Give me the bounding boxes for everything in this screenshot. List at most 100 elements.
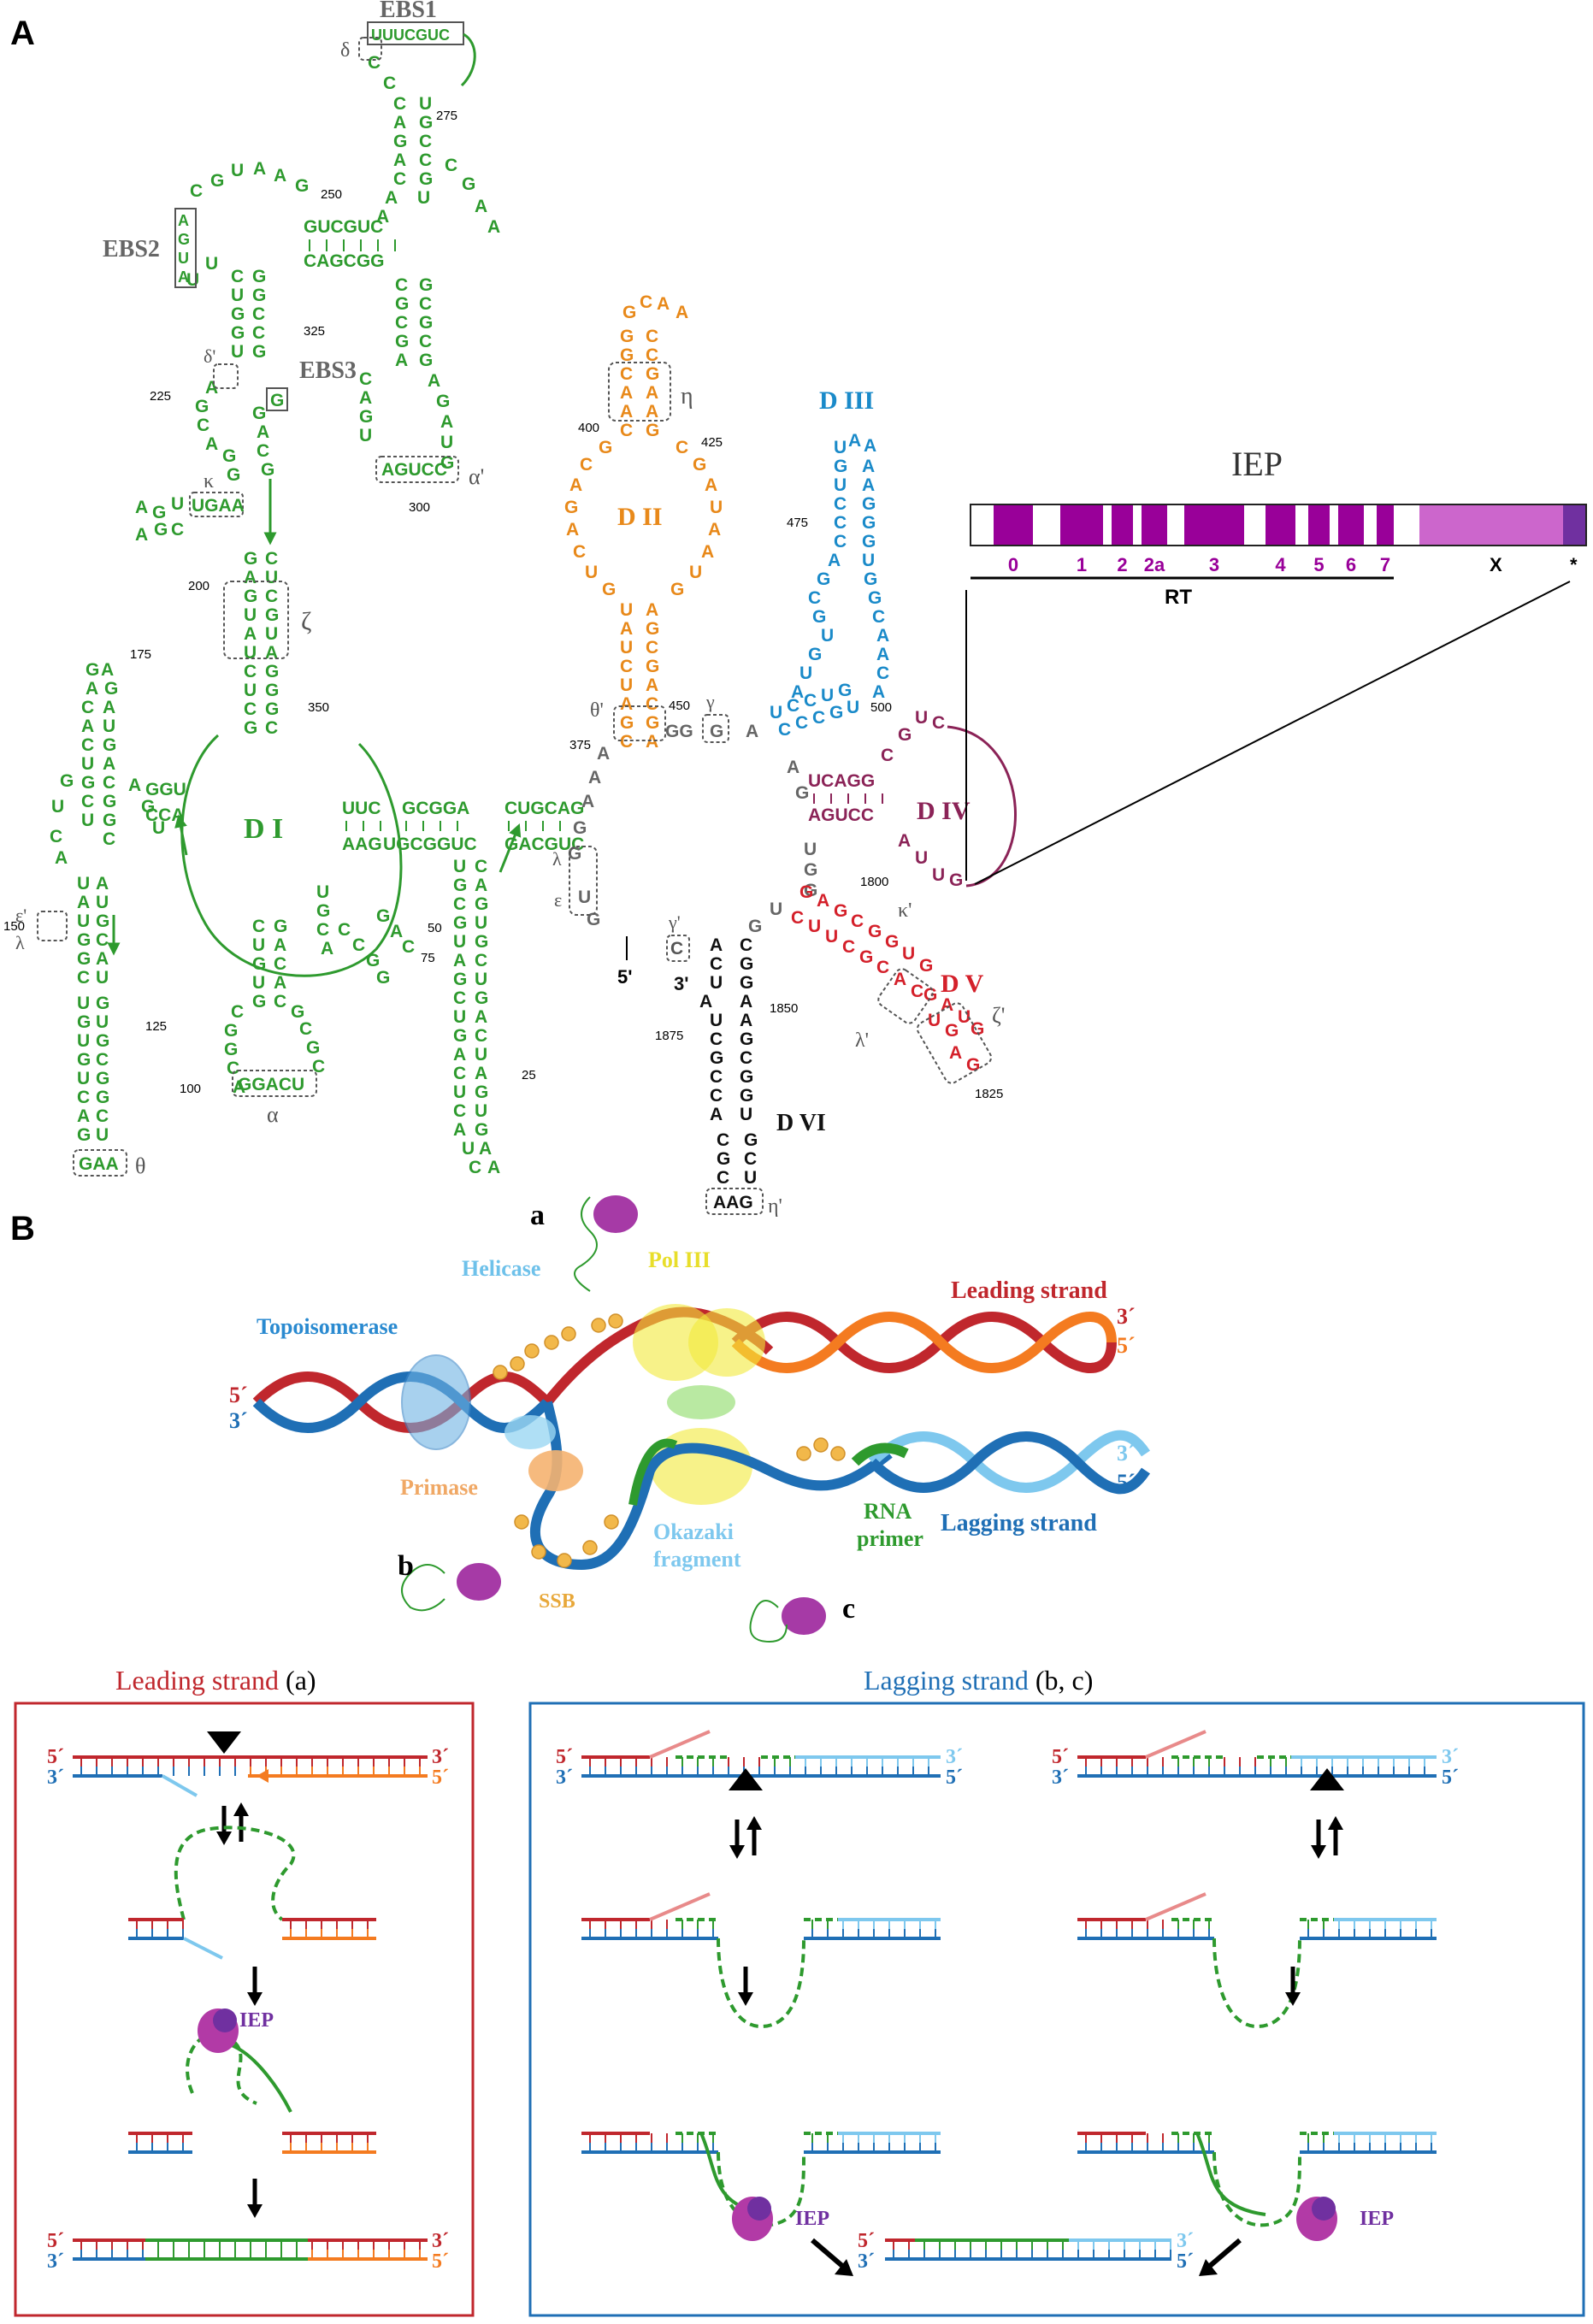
svg-text:U: U xyxy=(928,1011,941,1030)
svg-text:A: A xyxy=(453,1045,466,1065)
svg-text:G: G xyxy=(808,645,822,664)
svg-text:C: C xyxy=(368,53,381,73)
eta-label: η xyxy=(681,383,693,410)
num-275: 275 xyxy=(436,109,457,123)
seq-gcgga: GCGGA xyxy=(402,799,469,818)
svg-text:G: G xyxy=(252,992,266,1012)
svg-text:G: G xyxy=(717,1149,730,1169)
svg-text:U: U xyxy=(847,698,859,717)
ebs3-seq: G xyxy=(270,391,284,410)
lagging-right-row3-cdna xyxy=(1195,2132,1266,2216)
svg-text:A: A xyxy=(128,776,141,795)
svg-text:G: G xyxy=(453,1026,467,1046)
iep-rt-label: RT xyxy=(1165,586,1192,609)
leading-row4-3p-right: 3´ xyxy=(432,2230,449,2252)
epsilon-p-box xyxy=(37,911,68,941)
svg-text:C: C xyxy=(842,937,855,957)
svg-text:A: A xyxy=(274,935,286,955)
svg-text:U: U xyxy=(77,994,90,1013)
lagging-right-row3-right xyxy=(1300,2132,1437,2154)
svg-text:C: C xyxy=(881,746,894,765)
svg-text:C: C xyxy=(383,74,396,93)
leading-arrow-down-1-head xyxy=(216,1831,232,1845)
iep-blob-b xyxy=(457,1563,501,1601)
lagging-right-row2-loop xyxy=(1212,1938,1301,2029)
primase[interactable] xyxy=(528,1450,583,1491)
svg-text:C: C xyxy=(469,1158,481,1177)
svg-text:U: U xyxy=(710,498,723,517)
iep-domain-block-5 xyxy=(1308,505,1330,545)
svg-text:G: G xyxy=(620,345,634,365)
iep-domain-label-0: 0 xyxy=(1008,554,1018,575)
svg-text:C: C xyxy=(419,150,432,170)
svg-text:G: G xyxy=(573,818,587,838)
epsilon-label: ε xyxy=(554,889,562,911)
num-325: 325 xyxy=(304,324,325,339)
svg-text:A: A xyxy=(487,217,500,237)
topoisomerase[interactable] xyxy=(401,1354,471,1450)
svg-text:G: G xyxy=(453,913,467,933)
svg-text:G: G xyxy=(710,1048,723,1068)
d4-pairs xyxy=(813,793,883,804)
lagging-left-arrow-up-1-head xyxy=(746,1816,762,1830)
lagging-right-iep-dark xyxy=(1312,2197,1336,2221)
helicase[interactable] xyxy=(504,1415,556,1449)
pol3-leading-2[interactable] xyxy=(688,1308,765,1377)
svg-text:A: A xyxy=(646,675,658,695)
lagging-final-3p: 3´ xyxy=(858,2250,875,2273)
svg-text:C: C xyxy=(475,951,487,970)
iep-blocks xyxy=(994,505,1394,545)
num-375: 375 xyxy=(569,738,591,752)
svg-text:U: U xyxy=(453,1082,466,1102)
svg-text:C: C xyxy=(710,954,723,974)
svg-text:U: U xyxy=(453,1007,466,1027)
svg-text:C: C xyxy=(717,1168,729,1188)
svg-text:U: U xyxy=(453,932,466,952)
svg-text:G: G xyxy=(231,304,245,324)
svg-text:U: U xyxy=(862,551,875,570)
lagging-light xyxy=(868,1430,1150,1493)
num-50: 50 xyxy=(428,921,442,935)
kappa-seq: UGAA xyxy=(192,496,245,516)
iep-domain-block-4 xyxy=(1266,505,1295,545)
svg-text:U: U xyxy=(77,1069,90,1088)
svg-text:A: A xyxy=(817,891,829,911)
svg-text:A: A xyxy=(699,992,712,1012)
okazaki-green xyxy=(628,1438,678,1506)
svg-text:G: G xyxy=(265,605,279,625)
svg-text:C: C xyxy=(96,1106,109,1126)
svg-text:G: G xyxy=(564,498,578,517)
svg-text:A: A xyxy=(359,388,372,408)
svg-text:G: G xyxy=(971,1019,984,1039)
leading-cut-marker xyxy=(207,1731,241,1754)
stem-25-arrow xyxy=(499,823,522,873)
clamp xyxy=(667,1385,735,1419)
ssb-bead xyxy=(813,1437,829,1453)
lagging-box xyxy=(528,1702,1585,2317)
svg-text:C: C xyxy=(808,588,821,608)
svg-text:C: C xyxy=(227,1059,239,1078)
label-c: c xyxy=(842,1593,855,1625)
svg-text:A: A xyxy=(205,434,218,454)
svg-text:G: G xyxy=(265,662,279,681)
svg-text:C: C xyxy=(791,908,804,928)
svg-text:C: C xyxy=(338,920,351,940)
svg-text:U: U xyxy=(51,797,64,817)
svg-text:A: A xyxy=(646,383,658,403)
svg-text:C: C xyxy=(419,294,432,314)
svg-text:G: G xyxy=(419,169,433,189)
lagging-left-iep-dark xyxy=(747,2197,771,2221)
svg-text:U: U xyxy=(799,664,812,683)
svg-text:G: G xyxy=(141,797,155,817)
svg-text:C: C xyxy=(265,587,278,606)
svg-text:U: U xyxy=(834,475,847,495)
svg-text:C: C xyxy=(352,935,365,955)
